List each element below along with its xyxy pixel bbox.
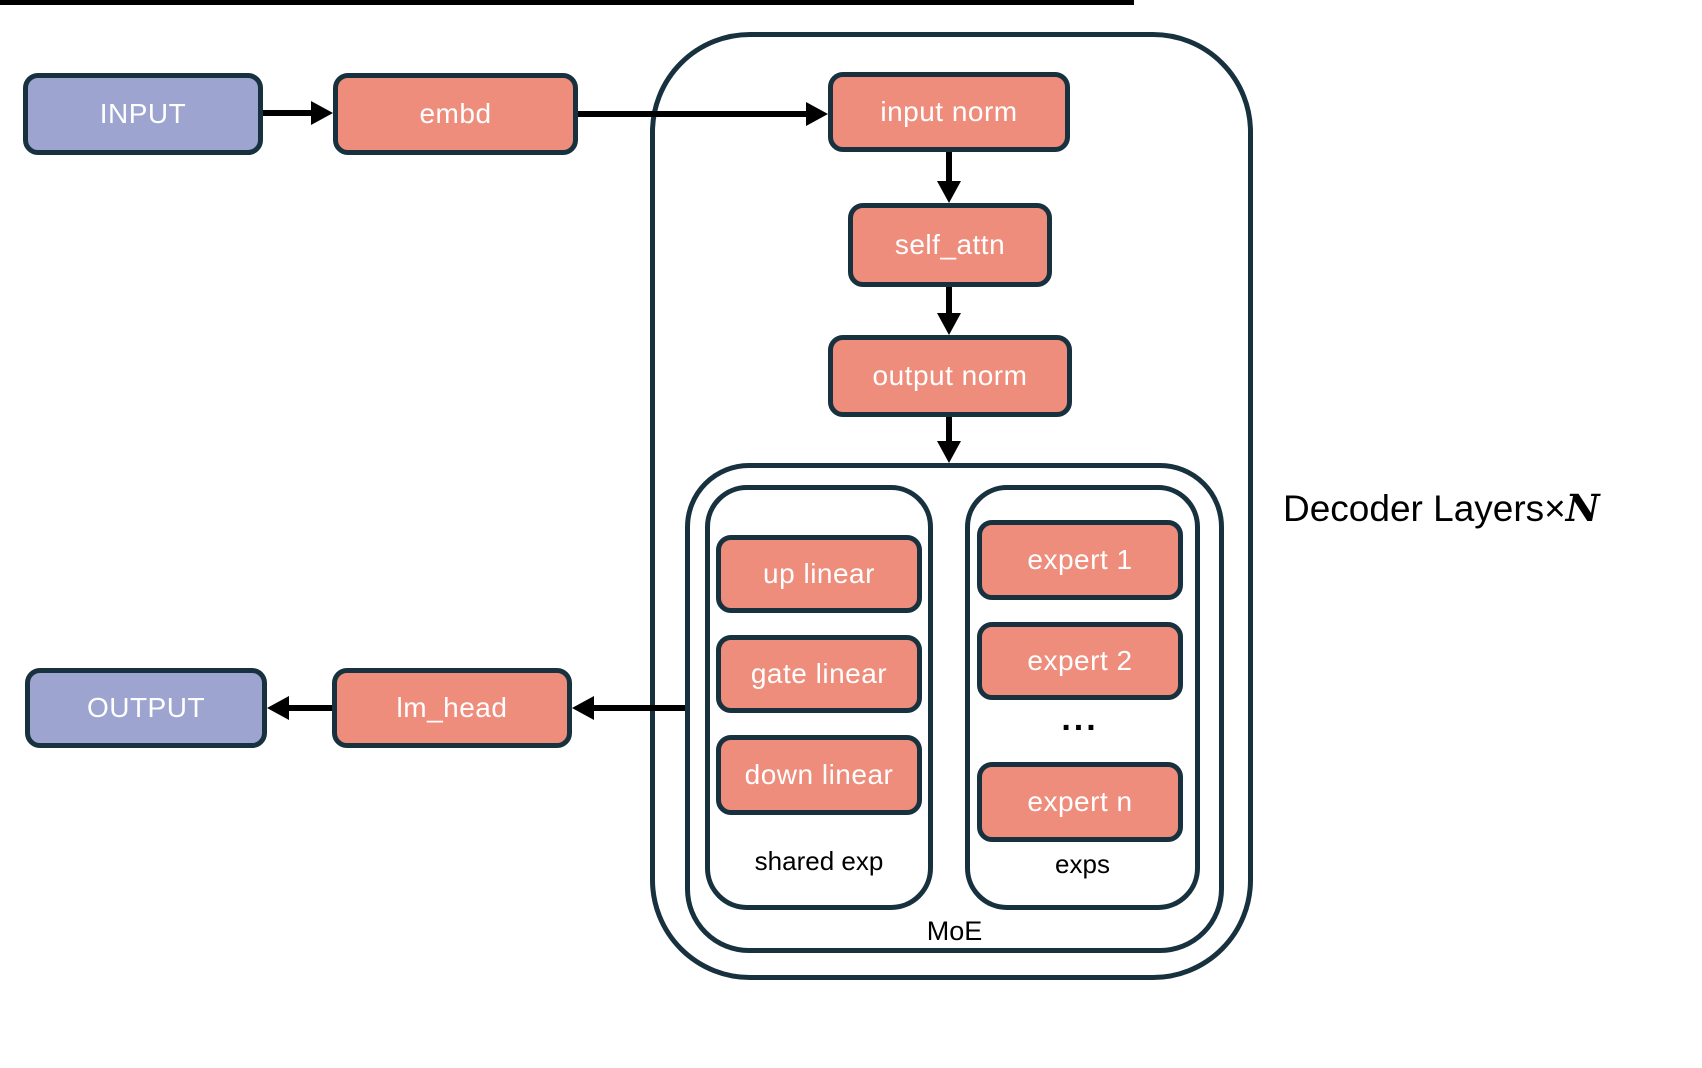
label-decoder-n-variable: N xyxy=(1565,486,1600,530)
node-lm-head: lm_head xyxy=(332,668,572,748)
node-output-norm: output norm xyxy=(828,335,1072,417)
arrow-inputnorm-to-selfattn-head xyxy=(937,181,961,203)
node-embd: embd xyxy=(333,73,578,155)
arrow-outputnorm-to-moe-head xyxy=(937,441,961,463)
node-expert-2: expert 2 xyxy=(977,622,1183,700)
arrow-input-to-embd-line xyxy=(263,110,313,116)
node-gate-linear: gate linear xyxy=(716,635,922,713)
label-exps: exps xyxy=(1055,849,1110,879)
arrow-embd-to-inputnorm-line xyxy=(578,111,808,117)
node-expert-n: expert n xyxy=(977,762,1183,842)
arrow-moe-to-lmhead-head xyxy=(572,696,594,720)
arrow-selfattn-to-outputnorm-line xyxy=(946,287,952,315)
arrow-input-to-embd-head xyxy=(311,101,333,125)
node-self-attn: self_attn xyxy=(848,203,1052,287)
arrow-moe-to-lmhead-line xyxy=(594,705,685,711)
label-shared-exp: shared exp xyxy=(754,846,884,876)
top-border-line xyxy=(0,0,1134,5)
arrow-lmhead-to-output-head xyxy=(267,696,289,720)
label-moe: MoE xyxy=(926,916,983,946)
experts-ellipsis: ... xyxy=(1061,700,1099,738)
label-decoder-layers: Decoder Layers×N xyxy=(1283,486,1683,530)
arrow-outputnorm-to-moe-line xyxy=(946,417,952,443)
node-output: OUTPUT xyxy=(25,668,267,748)
node-expert-1: expert 1 xyxy=(977,520,1183,600)
node-down-linear: down linear xyxy=(716,735,922,815)
label-decoder-prefix: Decoder Layers× xyxy=(1283,488,1566,529)
arrow-embd-to-inputnorm-head xyxy=(806,102,828,126)
node-up-linear: up linear xyxy=(716,535,922,613)
node-input: INPUT xyxy=(23,73,263,155)
arrow-lmhead-to-output-line xyxy=(289,705,332,711)
arrow-inputnorm-to-selfattn-line xyxy=(946,152,952,183)
node-input-norm: input norm xyxy=(828,72,1070,152)
arrow-selfattn-to-outputnorm-head xyxy=(937,313,961,335)
